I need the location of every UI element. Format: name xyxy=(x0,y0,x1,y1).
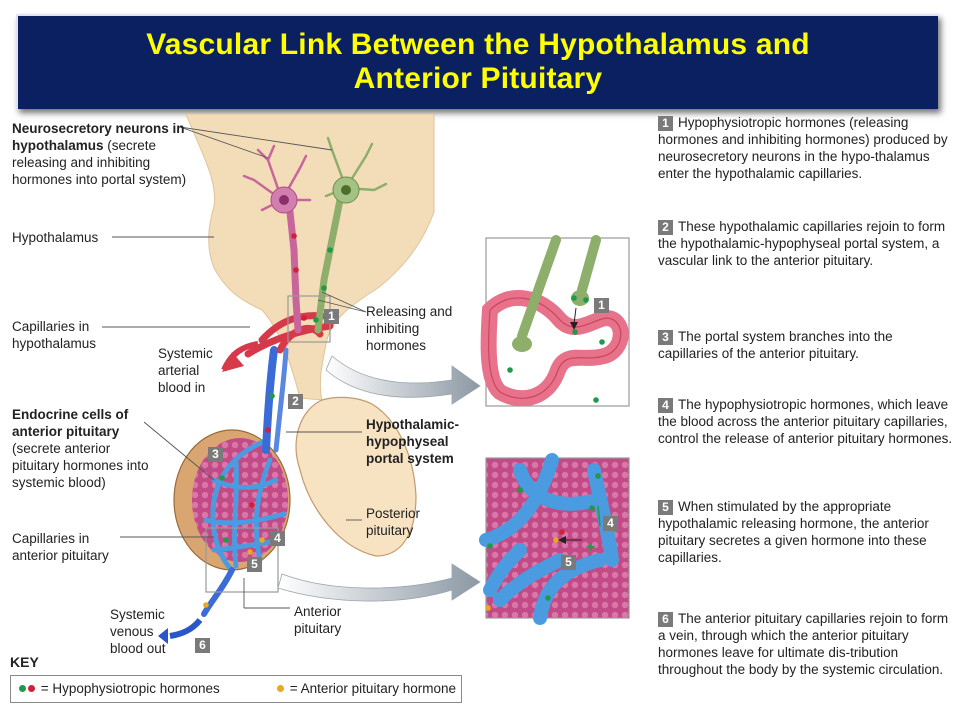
anterior-capillary-network xyxy=(203,437,287,573)
page-title: Vascular Link Between the Hypothalamus a… xyxy=(18,28,938,96)
marker-4: 4 xyxy=(270,529,290,546)
marker-6: 6 xyxy=(195,636,215,653)
green-dot-icon xyxy=(19,685,26,692)
red-dot-icon xyxy=(28,685,35,692)
label-releasing-inhibiting: Releasing and inhibiting hormones xyxy=(366,304,453,353)
label-hypothalamus: Hypothalamus xyxy=(12,230,99,245)
label-portal-system: Hypothalamic-hypophyseal portal system xyxy=(366,417,460,466)
title-line-2: Anterior Pituitary xyxy=(353,62,603,95)
label-capillaries-hypothalamus: Capillaries in hypothalamus xyxy=(12,319,97,351)
stimulate-plus: + xyxy=(586,539,595,556)
title-line-1: Vascular Link Between the Hypothalamus a… xyxy=(146,28,810,61)
key-title: KEY xyxy=(10,654,39,670)
axon-hormone-dots xyxy=(203,233,333,608)
hypothalamus-tissue xyxy=(185,113,435,401)
posterior-pituitary-shape xyxy=(295,396,417,557)
marker-1: 1 xyxy=(324,307,344,324)
inset-marker-1: 1 xyxy=(594,296,614,313)
inset-marker-4: 4 xyxy=(603,514,623,531)
label-posterior-pituitary: Posterior pituitary xyxy=(366,506,421,538)
yellow-dot-icon xyxy=(277,685,284,692)
label-anterior-pituitary: Anterior pituitary xyxy=(294,604,342,636)
key-legend: KEY = Hypophysiotropic hormones = Anteri… xyxy=(10,654,464,703)
label-systemic-arterial: Systemic arterial blood in xyxy=(158,346,213,395)
marker-5: 5 xyxy=(247,555,267,572)
key-item-hypophysiotropic: = Hypophysiotropic hormones xyxy=(19,681,220,696)
label-endocrine-cells: Endocrine cells of anterior pituitary (s… xyxy=(12,407,149,490)
venous-out-arrow xyxy=(158,628,168,644)
key-item-anterior-hormone: = Anterior pituitary hormone xyxy=(277,681,456,696)
label-neurosecretory-neurons: Neurosecretory neurons in hypothalamus (… xyxy=(12,121,187,187)
marker-3: 3 xyxy=(208,445,228,462)
label-systemic-venous: Systemic venous blood out xyxy=(110,607,166,656)
key-box: = Hypophysiotropic hormones = Anterior p… xyxy=(10,675,462,703)
title-bar: Vascular Link Between the Hypothalamus a… xyxy=(16,14,938,109)
arterial-in-arrow xyxy=(222,352,244,372)
label-capillaries-anterior: Capillaries in anterior pituitary xyxy=(12,531,109,563)
inset-marker-5: 5 xyxy=(561,553,581,570)
marker-2: 2 xyxy=(288,392,308,409)
